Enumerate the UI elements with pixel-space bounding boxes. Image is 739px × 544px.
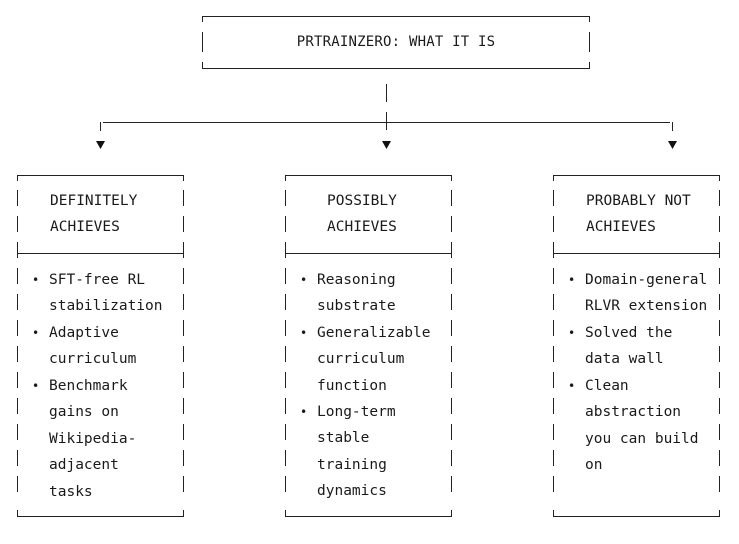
arrow-middle xyxy=(382,141,391,149)
list-item: • Generalizable curriculum function xyxy=(300,320,431,399)
bullet-icon: • xyxy=(32,379,40,393)
header-line: DEFINITELY xyxy=(50,193,138,209)
bullet-icon: • xyxy=(32,273,40,287)
list-item: • Reasoning substrate xyxy=(300,267,396,320)
column-header: DEFINITELY ACHIEVES xyxy=(50,188,137,240)
list-item: • Adaptive curriculum xyxy=(32,320,136,373)
box-probably-not-border xyxy=(553,175,720,517)
list-item: • Clean abstraction you can build on xyxy=(568,373,699,479)
bullet-icon: • xyxy=(300,326,308,340)
bullet-icon: • xyxy=(300,273,308,287)
box-possibly-border xyxy=(285,175,452,517)
arrow-left xyxy=(96,141,105,149)
column-header: PROBABLY NOT ACHIEVES xyxy=(586,188,691,240)
header-line: ACHIEVES xyxy=(586,219,656,235)
column-header: POSSIBLY ACHIEVES xyxy=(327,188,397,240)
list-item: • Long-term stable training dynamics xyxy=(300,399,396,505)
header-line: ACHIEVES xyxy=(327,219,397,235)
list-item: • Solved the data wall xyxy=(568,320,672,373)
diagram-title: PRTRAINZERO: WHAT IT IS xyxy=(296,34,496,50)
bullet-icon: • xyxy=(32,326,40,340)
bullet-icon: • xyxy=(300,405,308,419)
box-definitely-border xyxy=(17,175,184,517)
column-definitely: DEFINITELY ACHIEVES • SFT-free RL stabil… xyxy=(17,176,184,517)
header-line: PROBABLY NOT xyxy=(586,193,691,209)
header-line: POSSIBLY xyxy=(327,193,397,209)
arrow-right xyxy=(668,141,677,149)
title-box-top xyxy=(202,16,590,22)
header-line: ACHIEVES xyxy=(50,219,120,235)
list-item: • SFT-free RL stabilization xyxy=(32,267,163,320)
bullet-icon: • xyxy=(568,326,576,340)
title-box-bottom xyxy=(202,62,590,69)
list-item: • Domain-general RLVR extension xyxy=(568,267,707,320)
bullet-icon: • xyxy=(568,273,576,287)
bullet-icon: • xyxy=(568,379,576,393)
column-possibly: POSSIBLY ACHIEVES • Reasoning substrate … xyxy=(285,176,452,517)
column-probably-not: PROBABLY NOT ACHIEVES • Domain-general R… xyxy=(553,176,720,517)
list-item: • Benchmark gains on Wikipedia- adjacent… xyxy=(32,373,136,505)
